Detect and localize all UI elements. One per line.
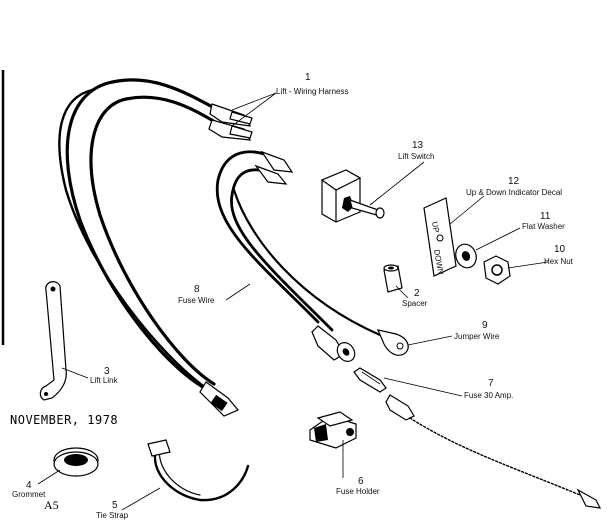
fuse-wire-sleeve xyxy=(311,325,356,362)
part-number-12: 12 xyxy=(508,176,520,187)
part-label-7: Fuse 30 Amp. xyxy=(464,391,513,400)
jumper-wire xyxy=(232,188,409,356)
part-number-1: 1 xyxy=(305,72,311,83)
part-number-13: 13 xyxy=(412,140,424,151)
leader-lines xyxy=(37,92,549,511)
part-label-12: Up & Down Indicator Decal xyxy=(466,188,562,197)
part-number-4: 4 xyxy=(26,480,32,491)
fuse-holder xyxy=(309,411,357,449)
lift-switch xyxy=(320,169,385,223)
part-number-6: 6 xyxy=(358,476,364,487)
page-number: A5 xyxy=(44,498,59,512)
part-number-2: 2 xyxy=(414,288,420,299)
part-number-9: 9 xyxy=(482,320,488,331)
spacer xyxy=(383,264,403,293)
lift-link xyxy=(39,281,67,401)
part-label-3: Lift Link xyxy=(90,376,119,385)
part-label-11: Flat Washer xyxy=(522,222,565,231)
part-number-10: 10 xyxy=(554,244,566,255)
part-number-7: 7 xyxy=(488,378,494,389)
date-stamp: NOVEMBER, 1978 xyxy=(10,413,118,427)
decal-down-text: DOWN xyxy=(432,249,445,276)
part-label-13: Lift Switch xyxy=(398,152,434,161)
part-label-9: Jumper Wire xyxy=(454,332,500,341)
part-label-8: Fuse Wire xyxy=(178,296,215,305)
harness-plug xyxy=(199,381,239,417)
part-number-5: 5 xyxy=(112,500,118,511)
tie-strap xyxy=(147,439,250,502)
flat-washer xyxy=(455,243,477,269)
part-label-10: Hex Nut xyxy=(544,257,574,266)
hex-nut xyxy=(483,255,511,285)
fuse-30-amp xyxy=(353,367,602,509)
part-label-6: Fuse Holder xyxy=(336,487,380,496)
part-number-3: 3 xyxy=(104,366,110,377)
up-down-decal: UP DOWN xyxy=(423,197,457,277)
part-label-1: Lift - Wiring Harness xyxy=(276,87,348,96)
grommet xyxy=(53,447,99,477)
part-label-2: Spacer xyxy=(402,299,428,308)
fuse-wire xyxy=(215,150,356,362)
decal-up-text: UP xyxy=(430,221,441,234)
part-label-5: Tie Strap xyxy=(96,511,129,520)
part-label-4: Grommet xyxy=(12,490,46,499)
part-number-8: 8 xyxy=(194,284,200,295)
part-number-11: 11 xyxy=(540,211,551,222)
lift-wiring-harness xyxy=(58,78,253,417)
